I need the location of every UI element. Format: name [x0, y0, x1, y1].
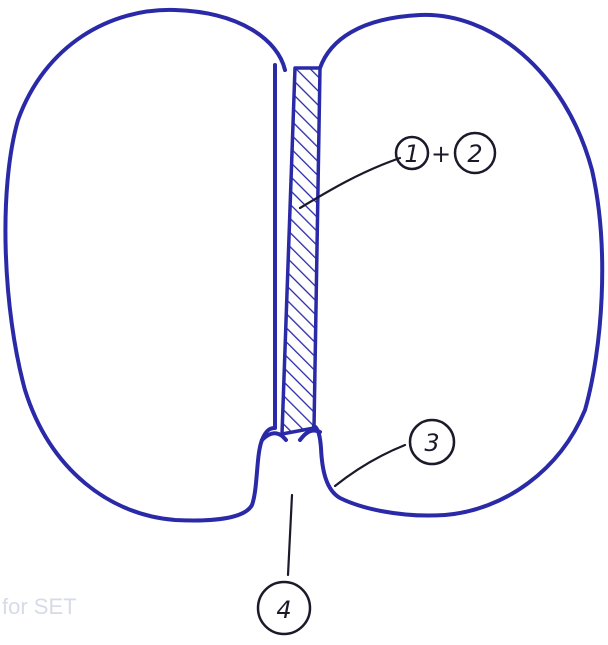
callout-4-label: 4 [276, 596, 291, 624]
right-lobe-outline [314, 15, 602, 516]
gap-right-edge [300, 430, 320, 440]
septum-hatched-band [282, 68, 320, 434]
callout-2-label: 2 [467, 140, 482, 168]
callout-3-label: 3 [424, 429, 439, 457]
callout-3: 3 [335, 420, 454, 486]
callout-1-and-2: 1 + 2 [300, 133, 495, 208]
callout-4: 4 [258, 495, 310, 634]
watermark-text: for SET [2, 594, 77, 619]
callout-1-label: 1 [404, 140, 419, 168]
callout-4-leader [288, 495, 292, 575]
left-lobe-outline [5, 10, 285, 521]
callout-3-leader [335, 445, 405, 486]
callout-connector-label: + [431, 140, 451, 168]
